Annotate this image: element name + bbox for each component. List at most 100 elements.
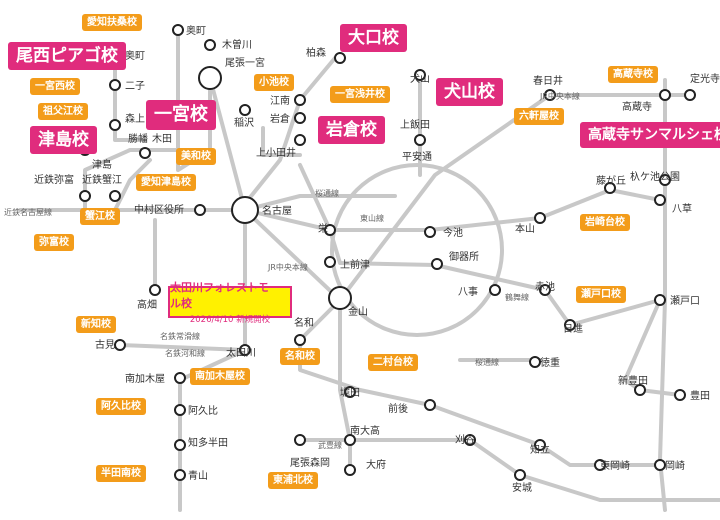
school-aichi-fuso[interactable]: 愛知扶桑校	[82, 14, 142, 31]
line-label: JR中央本線	[539, 91, 580, 101]
station-label: 青山	[188, 469, 208, 482]
station-label: 名古屋	[262, 204, 292, 217]
station-label: 勝幡	[128, 132, 148, 145]
school-kozoji[interactable]: 高蔵寺校	[608, 66, 658, 83]
school-inuyama[interactable]: 犬山校	[436, 78, 503, 106]
station-label: 尾張森岡	[290, 456, 330, 469]
school-shinchi[interactable]: 新知校	[76, 316, 116, 333]
school-handa-minami[interactable]: 半田南校	[96, 465, 146, 482]
line-label: 桜通線	[315, 188, 339, 198]
school-rokkenya[interactable]: 六軒屋校	[514, 108, 564, 125]
station-label: 平安通	[402, 150, 432, 163]
station-label: 赤池	[535, 280, 555, 293]
line-label: 名鉄河和線	[165, 348, 205, 358]
school-kanie[interactable]: 蟹江校	[80, 208, 120, 225]
station-label: 安城	[512, 481, 532, 494]
station-label: 岩倉	[270, 112, 290, 125]
school-higashiura-kita[interactable]: 東浦北校	[268, 472, 318, 489]
school-meiwa[interactable]: 名和校	[280, 348, 320, 365]
school-ichinomiya[interactable]: 一宮校	[146, 100, 216, 130]
new-school-banner[interactable]: 太田川フォレストモール校 2026/4/10 新規開校	[168, 281, 292, 325]
station-label: 高蔵寺	[622, 100, 652, 113]
school-miwa[interactable]: 美和校	[176, 148, 216, 165]
station-label: 栄	[318, 223, 328, 235]
school-bisai-piago[interactable]: 尾西ピアゴ校	[8, 42, 126, 70]
station-label: 大府	[366, 458, 386, 471]
station-label: 南大高	[350, 424, 380, 437]
station-label: 堀田	[340, 387, 360, 399]
school-oguchi[interactable]: 大口校	[340, 24, 407, 52]
line-label: 武豊線	[318, 440, 342, 450]
station-label: 本山	[515, 222, 535, 235]
station-label: 上小田井	[256, 146, 296, 159]
station-label: 犬山	[410, 72, 430, 85]
school-ichinomiya-nishi[interactable]: 一宮西校	[30, 78, 80, 95]
station-label: 徳重	[540, 356, 560, 369]
station-label: 定光寺	[690, 72, 720, 85]
station-label: 春日井	[533, 74, 563, 87]
station-label: 津島	[92, 158, 112, 171]
line-label: 鶴舞線	[505, 292, 529, 302]
station-label: 上前津	[340, 258, 370, 271]
line-label: 名鉄常滑線	[160, 331, 200, 341]
station-label: 江南	[270, 94, 290, 107]
school-yatomi[interactable]: 弥富校	[34, 234, 74, 251]
station-label: 森上	[125, 112, 145, 125]
station-label: 八草	[672, 203, 692, 215]
station-label: 金山	[348, 305, 368, 318]
line-labels: JR中央本線 JR中央本線 桜通線 東山線 鶴舞線 桜通線 名鉄常滑線 名鉄河和…	[4, 91, 580, 450]
school-tsushima[interactable]: 津島校	[30, 126, 97, 154]
station-label: 奥町	[125, 49, 145, 62]
school-minami-kabaya[interactable]: 南加木屋校	[190, 368, 250, 385]
station-label: 上飯田	[400, 118, 430, 131]
station-label: 御器所	[449, 250, 479, 263]
line-label: JR中央本線	[267, 262, 308, 272]
station-label: 高畑	[137, 298, 157, 311]
station-label: 南加木屋	[125, 372, 165, 385]
station-label: 木田	[152, 133, 172, 145]
station-label: 杁ケ池公園	[630, 170, 680, 183]
station-label: 今池	[443, 226, 463, 239]
station-label: 尾張一宮	[225, 56, 265, 69]
school-iwasakidai[interactable]: 岩崎台校	[580, 214, 630, 231]
station-label: 知立	[530, 443, 550, 456]
station-label: 刈谷	[455, 433, 475, 446]
school-kozoji-sunmall[interactable]: 高蔵寺サンマルシェ校	[580, 122, 720, 148]
station-label: 名和	[294, 316, 314, 329]
school-iwakura[interactable]: 岩倉校	[318, 116, 385, 144]
station-label: 木曽川	[222, 38, 252, 51]
station-label: 藤が丘	[596, 174, 626, 187]
line-label: 東山線	[360, 213, 384, 223]
new-school-name: 太田川フォレストモール校	[170, 281, 280, 310]
school-ichinomiya-asai[interactable]: 一宮浅井校	[330, 86, 390, 103]
station-label: 新豊田	[618, 374, 648, 387]
station-label: 東岡崎	[600, 459, 630, 472]
school-sofue[interactable]: 祖父江校	[38, 103, 88, 120]
station-label: 瀬戸口	[670, 295, 700, 307]
school-akuhi[interactable]: 阿久比校	[96, 398, 146, 415]
line-label: 近鉄名古屋線	[4, 207, 52, 217]
station-label: 岡崎	[665, 459, 685, 472]
station-label: 二子	[125, 80, 145, 92]
school-koike[interactable]: 小池校	[254, 74, 294, 91]
station-label: 古見	[95, 338, 115, 351]
station-label: 近鉄蟹江	[82, 173, 122, 186]
station-label: 近鉄弥富	[34, 173, 74, 186]
station-label: 柏森	[306, 46, 326, 59]
station-label: 阿久比	[188, 405, 218, 417]
station-dots	[79, 24, 696, 481]
station-label: 稲沢	[234, 116, 254, 129]
station-label: 日進	[563, 323, 583, 335]
station-label: 奥町	[186, 24, 206, 37]
station-label: 豊田	[690, 389, 710, 402]
new-school-date: 2026/4/10 新規開校	[189, 315, 271, 325]
station-labels: 奥町 木曽川 尾張一宮 奥町 二子 森上 津島 勝幡 木田 近鉄弥富 近鉄蟹江 …	[34, 24, 720, 494]
school-nimuradai[interactable]: 二村台校	[368, 354, 418, 371]
station-label: 太田川	[226, 346, 256, 359]
station-label: 前後	[388, 402, 408, 415]
school-setoguchi[interactable]: 瀬戸口校	[576, 286, 626, 303]
line-label: 桜通線	[475, 357, 499, 367]
station-label: 八事	[458, 285, 478, 298]
school-aichi-tsushima[interactable]: 愛知津島校	[136, 174, 196, 191]
